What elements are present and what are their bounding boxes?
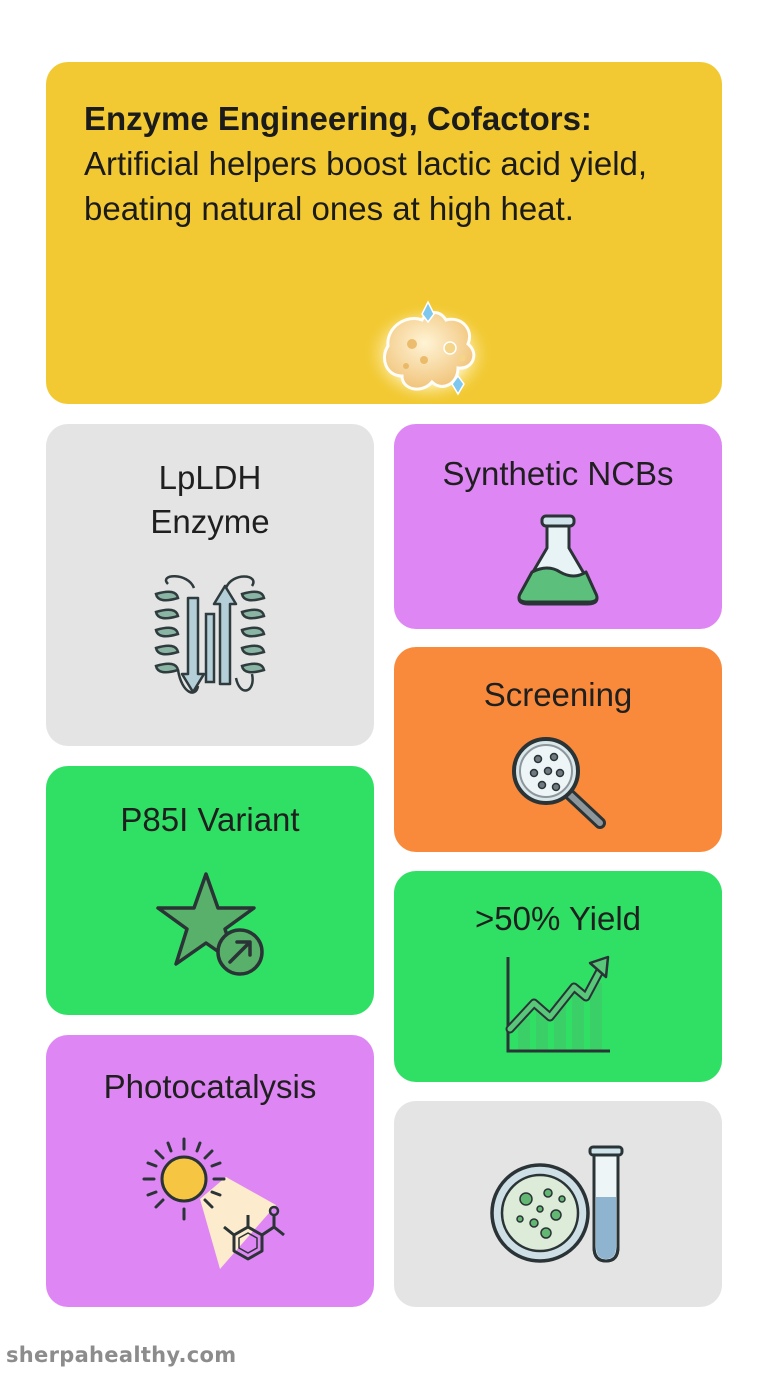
card-screening: Screening: [394, 647, 722, 852]
card-photocatalysis: Photocatalysis: [46, 1035, 374, 1307]
magnifier-icon: [512, 737, 606, 829]
glowing-enzyme-icon: [362, 300, 494, 404]
card-p85i-variant: P85I Variant: [46, 766, 374, 1015]
card-title: Synthetic NCBs: [442, 455, 674, 492]
card-title: Screening: [483, 676, 633, 713]
card-lab-culture: [394, 1101, 722, 1307]
card-title-line2: Enzyme: [150, 503, 270, 540]
card-yield: >50% Yield: [394, 871, 722, 1082]
card-synthetic-ncbs: Synthetic NCBs: [394, 424, 722, 629]
card-title: P85I Variant: [120, 801, 300, 838]
protein-structure-icon: [154, 575, 266, 694]
hero-title: Enzyme Engineering, Cofactors:: [84, 100, 592, 137]
card-title: Photocatalysis: [103, 1068, 317, 1105]
card-lpldh-enzyme: LpLDH Enzyme: [46, 424, 374, 746]
hero-summary: Artificial helpers boost lactic acid yie…: [84, 145, 648, 227]
card-title-line1: LpLDH: [158, 459, 262, 496]
sun-molecule-icon: [142, 1137, 285, 1269]
watermark: sherpahealthy.com: [6, 1343, 237, 1367]
card-title: >50% Yield: [474, 900, 642, 937]
star-arrow-icon: [156, 872, 264, 976]
card-title: LpLDH Enzyme: [46, 456, 374, 544]
hero-card: Enzyme Engineering, Cofactors: Artificia…: [46, 62, 722, 404]
hero-text: Enzyme Engineering, Cofactors: Artificia…: [84, 96, 684, 231]
petri-dish-test-tube-icon: [490, 1145, 624, 1263]
flask-icon: [517, 514, 599, 606]
growth-chart-icon: [505, 955, 610, 1053]
